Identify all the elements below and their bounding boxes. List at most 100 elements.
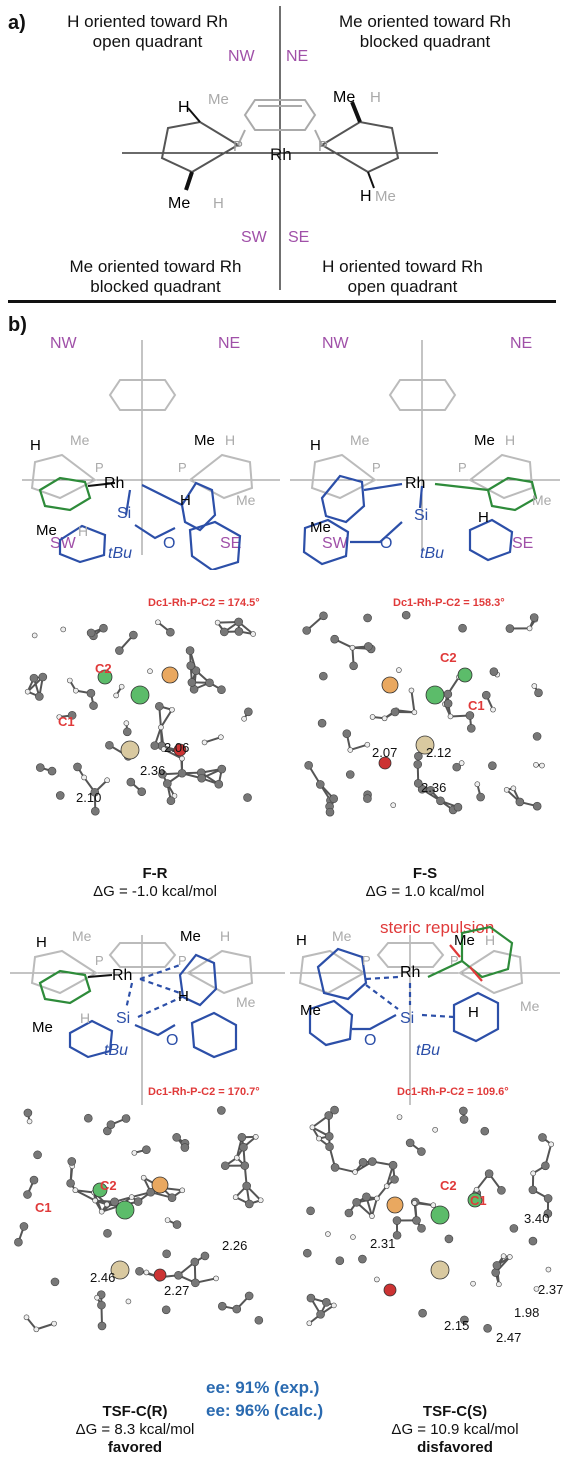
carbon-atom (324, 1132, 334, 1141)
hydrogen-atom (510, 785, 517, 792)
hydrogen-atom (131, 1150, 138, 1156)
tsr-o: O (166, 1032, 178, 1049)
fs-si: Si (414, 507, 428, 524)
carbon-atom (200, 1251, 210, 1261)
carbon-atom (392, 1230, 402, 1240)
carbon-atom (105, 740, 114, 750)
carbon-atom (443, 699, 453, 708)
hydrogen-atom (169, 706, 175, 713)
p-atom (97, 669, 113, 685)
hydrogen-atom (98, 1208, 105, 1215)
hydrogen-atom (503, 787, 510, 793)
carbon-atom (97, 1321, 107, 1331)
tss-c1-label: C1 (470, 1193, 487, 1208)
hydrogen-atom (123, 720, 130, 726)
carbon-atom (232, 1304, 242, 1314)
nw-description: H oriented toward Rh open quadrant (30, 12, 265, 52)
hydrogen-atom (411, 709, 418, 716)
p-atom-left: P (233, 138, 243, 155)
fr-compass-nw: NW (50, 335, 77, 352)
bond (160, 709, 173, 728)
carbon-atom (166, 627, 175, 637)
carbon-atom (538, 1133, 547, 1142)
tsr-h-sw: H (80, 1010, 90, 1026)
hydrogen-atom (349, 644, 356, 651)
tsr-schematic: Rh P P Si O tBu H Me Me H Me H H Me (10, 928, 285, 1105)
hydrogen-atom (67, 677, 73, 684)
hydrogen-atom (213, 1275, 219, 1282)
bond (204, 736, 222, 744)
carbon-atom (480, 1126, 490, 1136)
tsr-h-se: H (178, 988, 189, 1005)
carbon-atom (319, 671, 328, 681)
fr-h-ne: H (225, 432, 235, 448)
p-atom (161, 666, 179, 684)
fs-dihedral: Dc1-Rh-P-C2 = 158.3° (393, 597, 505, 609)
tss-h-se: H (468, 1004, 479, 1021)
fs-compass-sw: SW (322, 535, 348, 552)
rh-atom (115, 1200, 135, 1220)
hydrogen-atom (234, 1155, 240, 1161)
nw-line-2: open quadrant (92, 32, 203, 51)
carbon-atom (352, 1198, 361, 1207)
si-atom (430, 1260, 450, 1280)
fr-compass-ne: NE (218, 335, 241, 352)
hydrogen-atom (470, 1280, 476, 1287)
carbon-atom (174, 1270, 183, 1280)
carbon-atom (329, 794, 339, 803)
panel-a-label: a) (8, 12, 26, 34)
carbon-atom (166, 796, 176, 806)
hydrogen-atom (306, 1320, 313, 1327)
o-atom (378, 756, 392, 770)
hydrogen-atom (530, 1170, 536, 1177)
hydrogen-atom (496, 1281, 502, 1288)
hydrogen-atom (390, 802, 397, 808)
fs-compass-se: SE (512, 535, 534, 552)
fs-p-left: P (372, 460, 381, 475)
carbon-atom (543, 1209, 553, 1218)
hydrogen-atom (232, 1194, 239, 1201)
fr-me-nw: Me (70, 432, 90, 448)
carbon-atom (532, 801, 542, 811)
me-nw-gray: Me (208, 91, 229, 108)
p-atom (151, 1176, 169, 1194)
ne-line-2: blocked quadrant (359, 32, 491, 51)
tsr-p-left: P (95, 953, 104, 968)
carbon-atom (390, 707, 400, 717)
carbon-atom (452, 762, 462, 772)
carbon-atom (115, 646, 124, 655)
h-se: H (360, 188, 372, 205)
carbon-atom (330, 634, 339, 644)
carbon-atom (364, 642, 373, 651)
carbon-atom (67, 711, 77, 720)
hydrogen-atom (548, 1141, 554, 1148)
fr-si: Si (117, 505, 131, 522)
carbon-atom (459, 1106, 468, 1116)
hydrogen-atom (474, 781, 481, 788)
hydrogen-atom (31, 632, 38, 639)
carbon-atom (534, 688, 543, 698)
carbon-atom (129, 630, 138, 640)
tss-caption: TSF-C(S) ΔG = 10.9 kcal/mol disfavored (350, 1403, 560, 1457)
carbon-atom (358, 1158, 368, 1167)
carbon-atom (38, 672, 48, 682)
carbon-atom (417, 1147, 426, 1156)
tss-tbu: tBu (416, 1042, 440, 1059)
rh-atom (430, 1205, 450, 1225)
carbon-atom (103, 1229, 112, 1238)
se-description: H oriented toward Rh open quadrant (285, 257, 520, 297)
tsr-p-right: P (178, 953, 187, 968)
hydrogen-atom (347, 747, 354, 753)
fs-me-ne: Me (474, 432, 495, 449)
fr-c1-label: C1 (58, 714, 75, 729)
hydrogen-atom (218, 734, 224, 740)
hydrogen-atom (408, 687, 415, 694)
hydrogen-atom (155, 619, 161, 626)
tss-me-ne: Me (454, 932, 475, 949)
carbon-atom (401, 610, 411, 620)
tsr-dg: ΔG = 8.3 kcal/mol (75, 1421, 195, 1438)
panel-b-top-structures: Rh P P Si O tBu H Me Me H Me H H Me Rh P… (22, 340, 560, 570)
carbon-atom (543, 1194, 553, 1203)
